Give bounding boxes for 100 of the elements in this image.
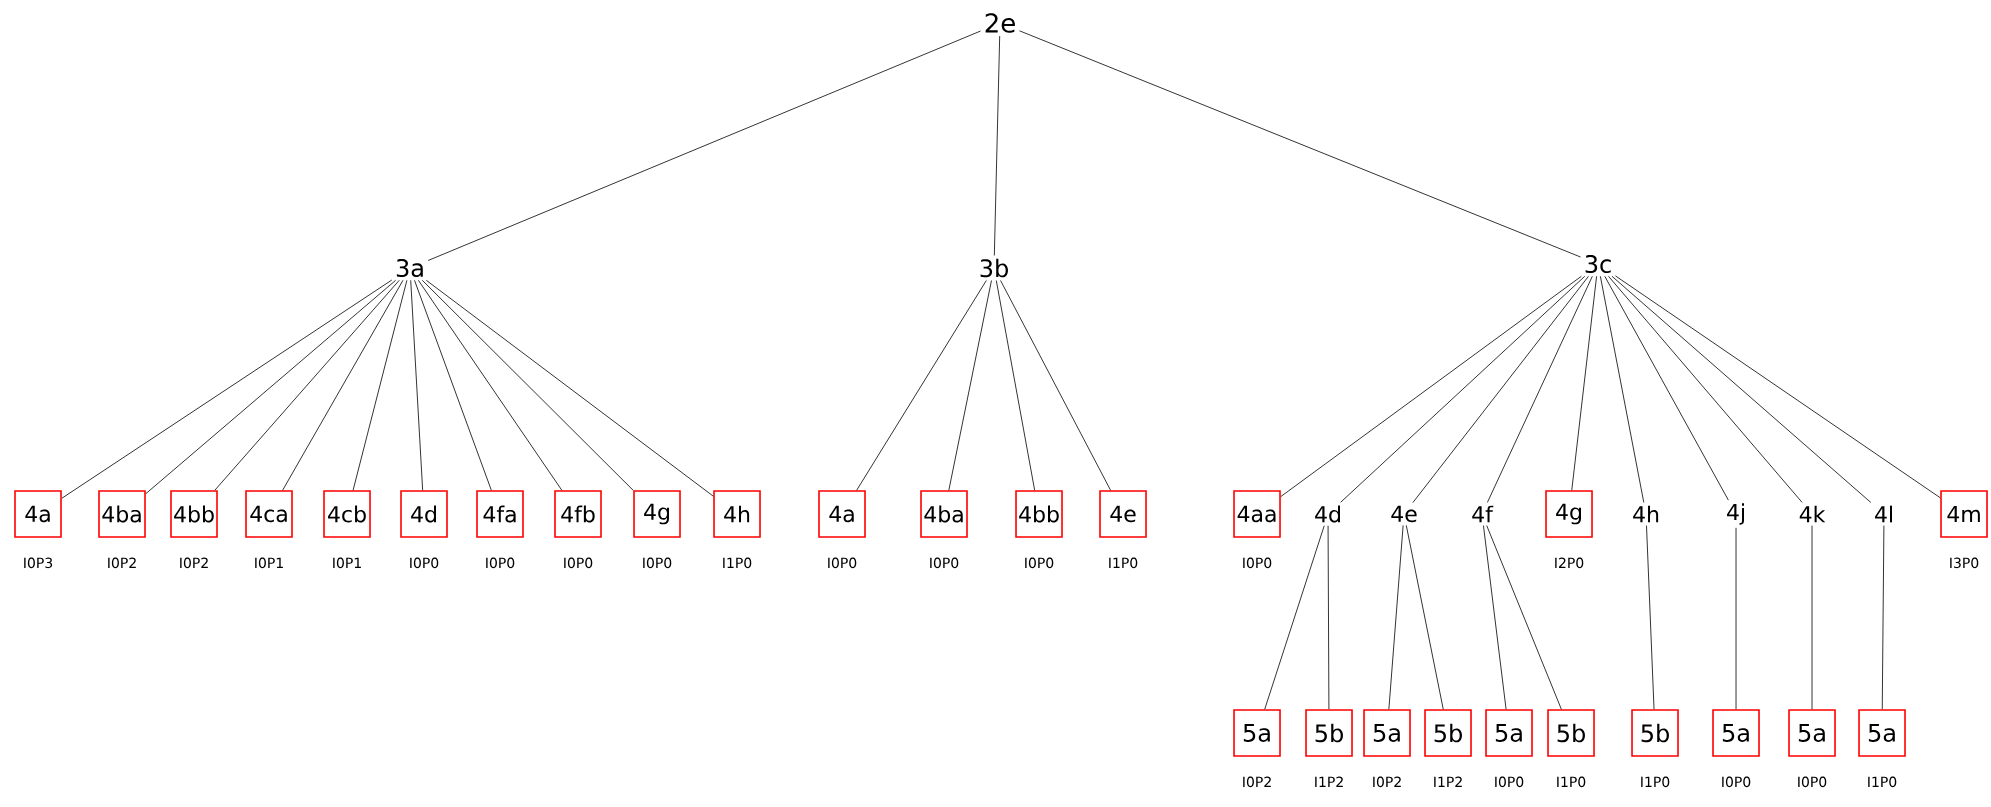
node-label: 3b (975, 255, 1013, 281)
sub-label: I0P0 (643, 557, 672, 569)
sub-label: I0P0 (1798, 776, 1827, 788)
label-box: 4ba (98, 490, 146, 538)
label-box: 4fa (476, 490, 524, 538)
label-box: 4h (713, 490, 761, 538)
sub-label: I0P0 (828, 557, 857, 569)
connector-line (414, 279, 492, 491)
label-box: 5a (1788, 709, 1836, 757)
label-box: 4aa (1233, 490, 1281, 538)
label-box: 4a (14, 490, 62, 538)
label-box: 4cb (323, 490, 371, 538)
node-label: 2e (980, 10, 1020, 36)
label-box: 5a (1858, 709, 1906, 757)
label-box: 4m (1940, 490, 1988, 538)
connector-line (948, 280, 992, 491)
connector-line (1412, 275, 1589, 504)
connector-line (1000, 280, 1111, 491)
label-box: 4a (818, 490, 866, 538)
sub-label: I0P2 (1373, 776, 1401, 788)
sub-label: I1P0 (1641, 776, 1670, 788)
sub-label: I1P2 (1434, 776, 1462, 787)
connector-line (1019, 30, 1581, 258)
node-label: 4h (1629, 502, 1663, 526)
connector-line (1608, 275, 1803, 503)
sub-label: I3P0 (1950, 557, 1979, 569)
sub-label: I0P0 (1243, 557, 1272, 569)
label-box: 5b (1424, 709, 1472, 757)
connector-line (1599, 275, 1645, 503)
label-box: 5a (1363, 709, 1411, 757)
sub-label: I0P2 (1243, 776, 1271, 788)
sub-label: I1P0 (1109, 557, 1138, 569)
connector-line (214, 279, 400, 491)
sub-label: I1P0 (1557, 776, 1586, 788)
connector-line (856, 280, 987, 491)
sub-label: I0P0 (410, 557, 439, 569)
node-label: 4j (1722, 500, 1750, 528)
sub-label: I0P0 (486, 557, 515, 569)
connector-line (1811, 525, 1813, 710)
connector-line (1340, 275, 1586, 503)
sub-label: I0P1 (255, 557, 283, 569)
label-box: 4bb (1015, 490, 1063, 538)
connector-line (282, 279, 404, 491)
sub-label: I1P0 (1868, 776, 1897, 788)
sub-label: I0P0 (1495, 776, 1524, 788)
label-box: 4g (633, 490, 681, 538)
connector-line (1646, 525, 1655, 710)
sub-label: I1P0 (723, 557, 752, 569)
sub-label: I0P0 (1025, 557, 1054, 569)
connector-line (1615, 275, 1941, 499)
sub-label: I2P0 (1555, 557, 1584, 569)
sub-label: I0P0 (1722, 776, 1751, 788)
connector-line (1264, 525, 1325, 710)
label-box: 4e (1099, 490, 1147, 538)
sub-label: I0P0 (930, 557, 959, 569)
connector-line (1881, 525, 1885, 710)
label-box: 4bb (170, 490, 218, 538)
connector-line (1611, 275, 1872, 503)
connector-line (995, 280, 1036, 491)
connector-line (425, 279, 714, 497)
connector-line (1327, 525, 1330, 710)
label-box: 5a (1485, 709, 1533, 757)
connector-line (352, 279, 408, 491)
sub-label: I0P2 (180, 557, 208, 569)
connector-line (410, 279, 424, 491)
node-label: 4l (1870, 502, 1898, 526)
label-box: 5b (1547, 709, 1595, 757)
node-label: 3a (392, 255, 428, 281)
connector-line (1604, 275, 1729, 501)
connector-line (61, 279, 393, 499)
node-label: 4d (1311, 502, 1345, 526)
node-label: 3c (1580, 251, 1616, 277)
label-box: 4ca (245, 490, 293, 538)
connector-line (1388, 525, 1404, 710)
label-box: 5b (1305, 709, 1353, 757)
sub-label: I0P3 (24, 557, 53, 569)
connector-line (1486, 525, 1562, 710)
connector-line (993, 35, 1001, 256)
connector-line (421, 279, 634, 491)
label-box: 5a (1712, 709, 1760, 757)
label-box: 5a (1233, 709, 1281, 757)
connector-line (1405, 525, 1444, 710)
sub-label: I1P2 (1315, 776, 1343, 787)
connector-line (1486, 275, 1593, 503)
node-label: 4f (1468, 502, 1496, 526)
connector-line (1280, 275, 1582, 497)
label-box: 4ba (920, 490, 968, 538)
connector-line (145, 279, 397, 495)
connector-line (427, 30, 981, 261)
sub-label: I0P2 (108, 557, 136, 569)
label-box: 4fb (554, 490, 602, 538)
label-box: 4g (1545, 490, 1593, 538)
connector-line (1571, 275, 1597, 491)
connector-line (1735, 527, 1737, 710)
node-label: 4k (1795, 502, 1829, 526)
node-label: 4e (1387, 502, 1421, 526)
label-box: 5b (1631, 709, 1679, 757)
sub-label: I0P1 (333, 557, 361, 569)
sub-label: I0P0 (564, 557, 593, 569)
label-box: 4d (400, 490, 448, 538)
